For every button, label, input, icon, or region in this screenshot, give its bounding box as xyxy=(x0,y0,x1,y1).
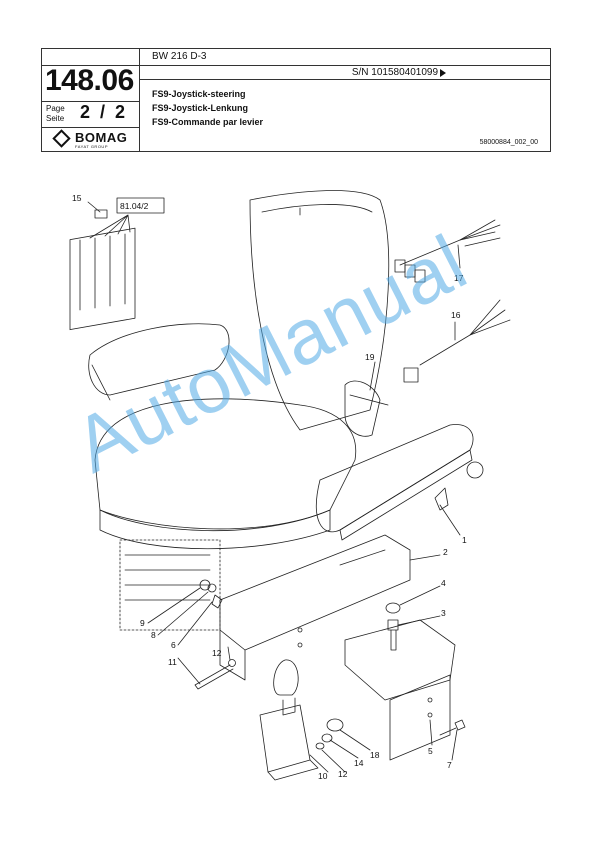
seat-cushion xyxy=(94,398,357,530)
title-de: FS9-Joystick-Lenkung xyxy=(152,103,249,113)
part-8-washer xyxy=(207,583,217,593)
part-15-fuse-panel xyxy=(69,227,136,331)
callout-11: 11 xyxy=(168,657,177,667)
callout-17: 17 xyxy=(454,273,464,283)
callout-10: 10 xyxy=(318,771,328,781)
part-14-washer xyxy=(321,733,333,743)
machine-model: BW 216 D-3 xyxy=(152,51,207,62)
arrow-right-icon xyxy=(440,69,446,77)
joystick-valve xyxy=(259,704,311,773)
document-number: 58000884_002_00 xyxy=(479,139,538,146)
part-5-plate xyxy=(389,674,451,761)
part-18-ring xyxy=(326,718,344,732)
group-number: 148.06 xyxy=(45,64,134,97)
divider xyxy=(139,65,550,66)
title-en: FS9-Joystick-steering xyxy=(152,89,246,99)
part-7-screw xyxy=(439,719,466,736)
header-block: BW 216 D-3 S/N 101580401099 148.06 Page … xyxy=(41,48,551,152)
serial-number: S/N 101580401099 xyxy=(351,67,438,78)
page-label-en: Page xyxy=(46,104,65,113)
bomag-logo-icon xyxy=(52,129,71,148)
callout-14: 14 xyxy=(354,758,364,768)
title-fr: FS9-Commande par levier xyxy=(152,117,264,127)
page-label-de: Seite xyxy=(46,114,65,123)
logo-text: BOMAG xyxy=(75,130,128,145)
page-number: 2 / 2 xyxy=(80,102,126,122)
part-3-bolt xyxy=(387,619,399,651)
callout-7: 7 xyxy=(447,760,452,770)
callout-19: 19 xyxy=(365,352,375,362)
part-1-joystick-armrest xyxy=(316,424,474,533)
part-2-rail xyxy=(219,534,411,651)
callout-12: 12 xyxy=(338,769,348,779)
callout-8: 8 xyxy=(151,630,156,640)
part-19-bracket xyxy=(344,380,381,437)
seat-backrest xyxy=(249,190,390,431)
part-12-washer xyxy=(228,659,236,667)
exploded-view-drawing: 15 81.04/2 17 16 19 1 2 4 3 9 8 6 12 11 … xyxy=(0,160,612,840)
reference-box-label: 81.04/2 xyxy=(120,201,149,211)
callout-5: 5 xyxy=(428,746,433,756)
part-6-clip xyxy=(211,594,223,609)
part-5-cover xyxy=(344,619,456,701)
callout-16: 16 xyxy=(451,310,461,320)
title-block: FS9-Joystick-steering FS9-Joystick-Lenku… xyxy=(152,87,263,129)
reference-box xyxy=(116,197,165,214)
bomag-logo: BOMAG FAYAT GROUP xyxy=(52,129,135,151)
callout-12: 12 xyxy=(212,648,222,658)
part-11-bolt xyxy=(194,664,234,690)
parts-diagram: 15 81.04/2 17 16 19 1 2 4 3 9 8 6 12 11 … xyxy=(69,190,511,781)
part-12-washer xyxy=(315,742,325,750)
callout-6: 6 xyxy=(171,640,176,650)
callout-9: 9 xyxy=(140,618,145,628)
callout-18: 18 xyxy=(370,750,380,760)
callout-3: 3 xyxy=(441,608,446,618)
divider xyxy=(139,49,140,151)
left-armrest xyxy=(88,323,230,396)
page-label: Page Seite xyxy=(46,104,65,124)
logo-subtext: FAYAT GROUP xyxy=(75,144,108,149)
divider xyxy=(139,79,550,80)
callout-2: 2 xyxy=(443,547,448,557)
callout-15: 15 xyxy=(72,193,82,203)
part-9-washer xyxy=(199,579,211,591)
divider xyxy=(42,127,139,128)
divider xyxy=(42,101,139,102)
callout-1: 1 xyxy=(462,535,467,545)
callout-4: 4 xyxy=(441,578,446,588)
part-4-washer xyxy=(385,602,401,614)
divider xyxy=(42,65,139,66)
